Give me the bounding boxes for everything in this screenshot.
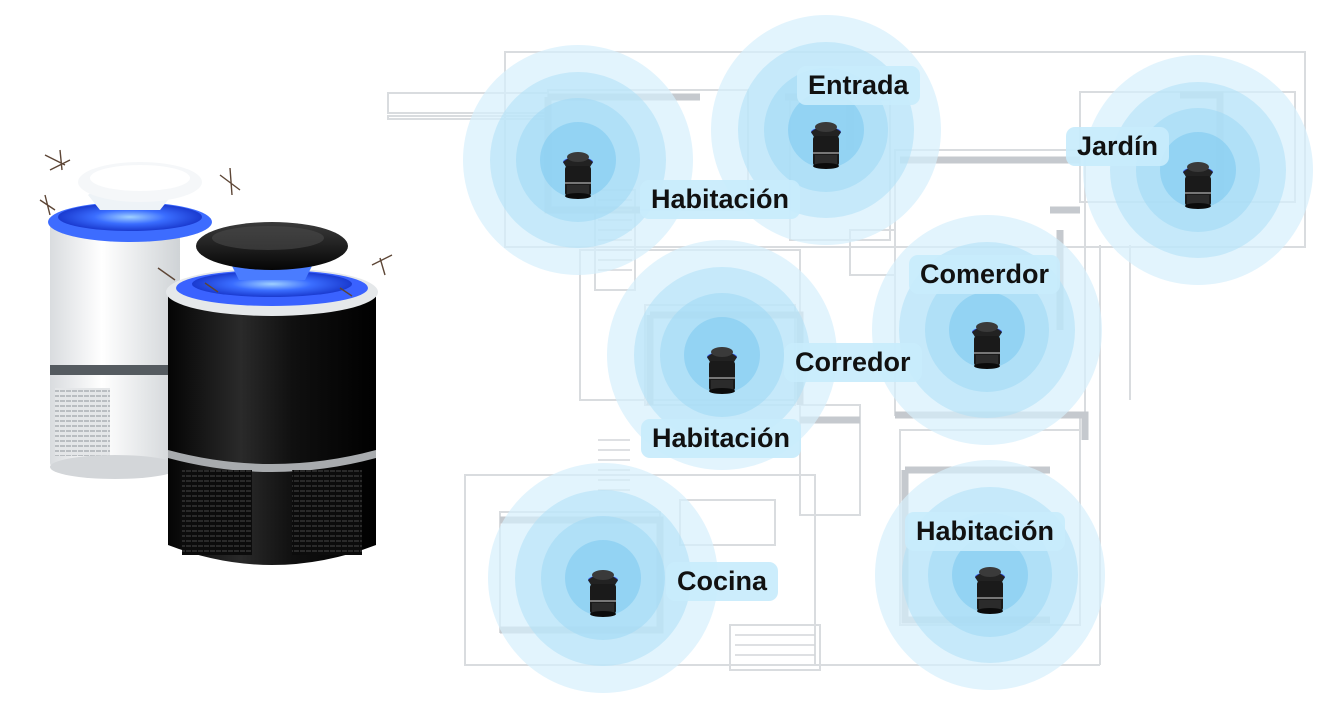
coverage-zone-habitacion-middle	[607, 240, 837, 470]
room-label-comerdor: Comerdor	[909, 255, 1061, 294]
mini-mosquito-lamp-icon	[707, 347, 737, 394]
mini-mosquito-lamp-icon	[811, 122, 841, 169]
mini-mosquito-lamp-icon	[1183, 162, 1213, 209]
mini-mosquito-lamp-icon	[563, 152, 593, 199]
room-label-jardin: Jardín	[1066, 127, 1170, 166]
white-mosquito-lamp	[39, 149, 241, 479]
coverage-zone-habitacion-bottom	[875, 460, 1105, 690]
room-label-habitacion-bottom: Habitación	[905, 512, 1066, 551]
mini-mosquito-lamp-icon	[588, 570, 618, 617]
coverage-zone-jardin	[1083, 55, 1313, 285]
coverage-zone-comerdor	[872, 215, 1102, 445]
mini-mosquito-lamp-icon	[972, 322, 1002, 369]
mini-mosquito-lamp-icon	[975, 567, 1005, 614]
room-label-entrada: Entrada	[797, 66, 920, 105]
room-label-habitacion-middle: Habitación	[641, 419, 802, 458]
room-label-cocina: Cocina	[666, 562, 779, 601]
room-label-habitacion-top: Habitación	[640, 180, 801, 219]
coverage-zone-entrada-area	[463, 45, 693, 275]
black-mosquito-lamp	[157, 222, 393, 565]
coverage-zone-cocina	[488, 463, 718, 693]
room-label-corredor: Corredor	[784, 343, 922, 382]
